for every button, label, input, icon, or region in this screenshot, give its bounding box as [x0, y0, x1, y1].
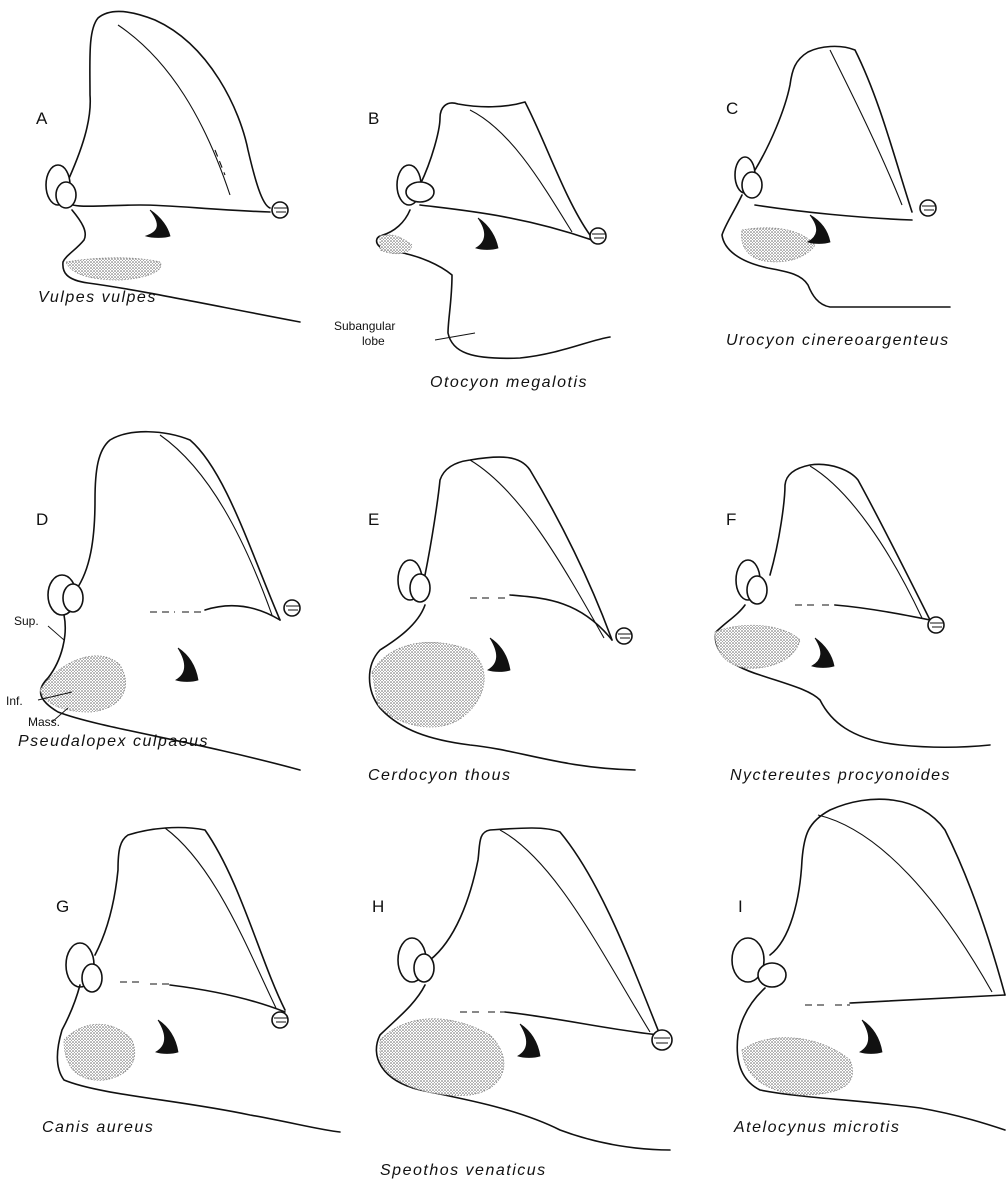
- mandible-drawing: [46, 11, 300, 322]
- panel-letter: I: [738, 897, 743, 916]
- species-label: Canis aureus: [42, 1119, 154, 1136]
- panel-d: D Sup. Inf. Mass. Pseudalopex culpaeus: [6, 432, 300, 770]
- panel-letter: E: [368, 510, 379, 529]
- panel-b: B Subangular lobe Otocyon megalotis: [334, 102, 610, 391]
- mandible-drawing: [732, 799, 1005, 1130]
- mandible-drawing: [722, 46, 950, 307]
- panel-e: E Cerdocyon thous: [368, 457, 635, 784]
- panel-letter: D: [36, 510, 48, 529]
- mandible-drawing: [370, 457, 636, 770]
- panel-g: G Canis aureus: [42, 828, 340, 1136]
- species-label: Otocyon megalotis: [430, 374, 588, 391]
- mandible-drawing: [715, 464, 990, 747]
- inf-label: Inf.: [6, 694, 23, 708]
- species-label: Cerdocyon thous: [368, 767, 511, 784]
- subangular-label-line1: Subangular: [334, 319, 395, 333]
- panel-h: H Speothos venaticus: [372, 828, 672, 1179]
- mass-label: Mass.: [28, 715, 60, 729]
- panel-i: I Atelocynus microtis: [732, 799, 1005, 1136]
- subangular-label-line2: lobe: [362, 334, 385, 348]
- mandible-drawing: [38, 432, 300, 770]
- panel-letter: G: [56, 897, 69, 916]
- mandible-drawing: [376, 828, 672, 1150]
- panel-letter: F: [726, 510, 736, 529]
- panel-letter: C: [726, 99, 738, 118]
- mandible-drawing: [377, 102, 610, 358]
- panel-f: F Nyctereutes procyonoides: [715, 464, 990, 784]
- panel-a: A Vulpes vulpes: [36, 11, 300, 322]
- species-label: Vulpes vulpes: [38, 289, 157, 306]
- species-label: Atelocynus microtis: [733, 1119, 900, 1136]
- sup-label: Sup.: [14, 614, 39, 628]
- panel-letter: B: [368, 109, 379, 128]
- species-label: Urocyon cinereoargenteus: [726, 332, 950, 349]
- panel-letter: A: [36, 109, 48, 128]
- panel-letter: H: [372, 897, 384, 916]
- species-label: Pseudalopex culpaeus: [18, 733, 209, 750]
- species-label: Speothos venaticus: [380, 1162, 547, 1179]
- species-label: Nyctereutes procyonoides: [730, 767, 951, 784]
- panel-c: C Urocyon cinereoargenteus: [722, 46, 950, 349]
- mandible-drawing: [57, 828, 340, 1132]
